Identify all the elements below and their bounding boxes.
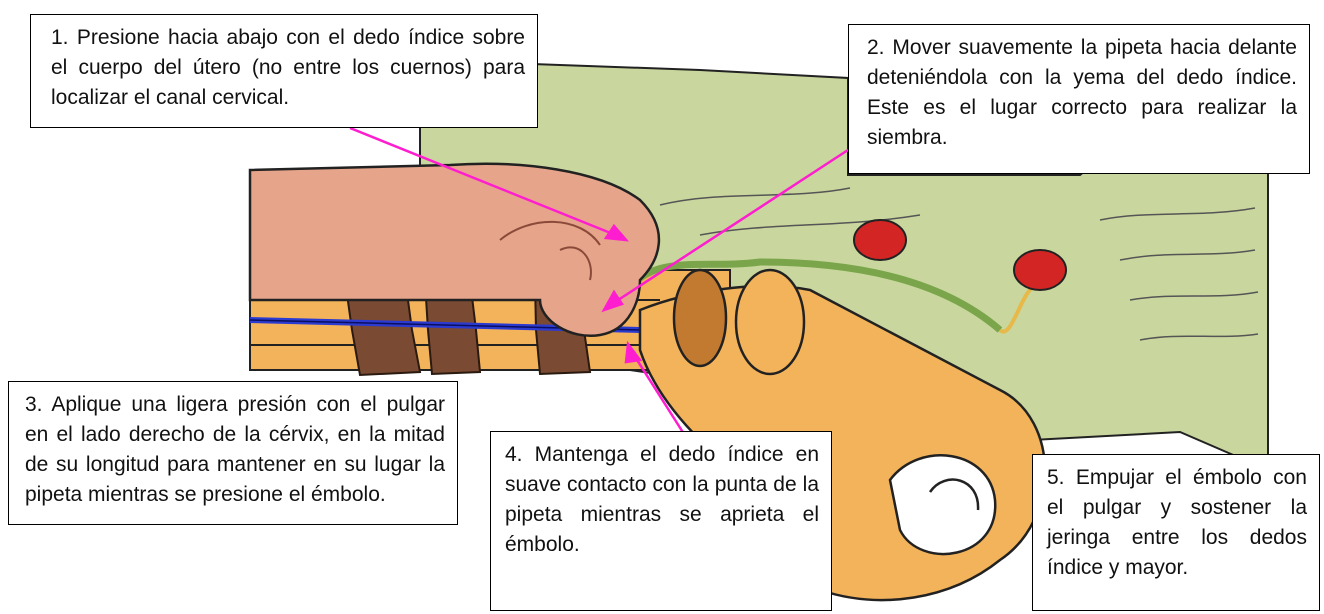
callout-step-2: 2. Mover suavemente la pipeta hacia dela…	[848, 24, 1310, 174]
callout-step-1: 1. Presione hacia abajo con el dedo índi…	[30, 14, 538, 128]
callout-arrows	[349, 126, 849, 435]
callout-step-4-text: 4. Mantenga el dedo índice en suave cont…	[505, 443, 819, 556]
callout-step-3-text: 3. Aplique una ligera presión con el pul…	[25, 393, 445, 506]
callout-step-4: 4. Mantenga el dedo índice en suave cont…	[490, 431, 832, 611]
callout-step-1-text: 1. Presione hacia abajo con el dedo índi…	[51, 26, 525, 109]
uterine-horn	[617, 258, 1003, 333]
ovary-right	[1013, 249, 1067, 291]
callout-step-2-text: 2. Mover suavemente la pipeta hacia dela…	[867, 36, 1297, 149]
callout-step-5: 5. Empujar el émbolo con el pulgar y sos…	[1032, 454, 1320, 611]
callout-step-3: 3. Aplique una ligera presión con el pul…	[8, 381, 458, 525]
arrow-2	[611, 148, 849, 306]
arrow-1	[349, 126, 619, 238]
arrow-4	[630, 351, 686, 435]
ovary-left	[853, 219, 907, 261]
uterus	[638, 268, 1047, 602]
callout-step-5-text: 5. Empujar el émbolo con el pulgar y sos…	[1047, 466, 1307, 579]
hand	[248, 162, 661, 338]
